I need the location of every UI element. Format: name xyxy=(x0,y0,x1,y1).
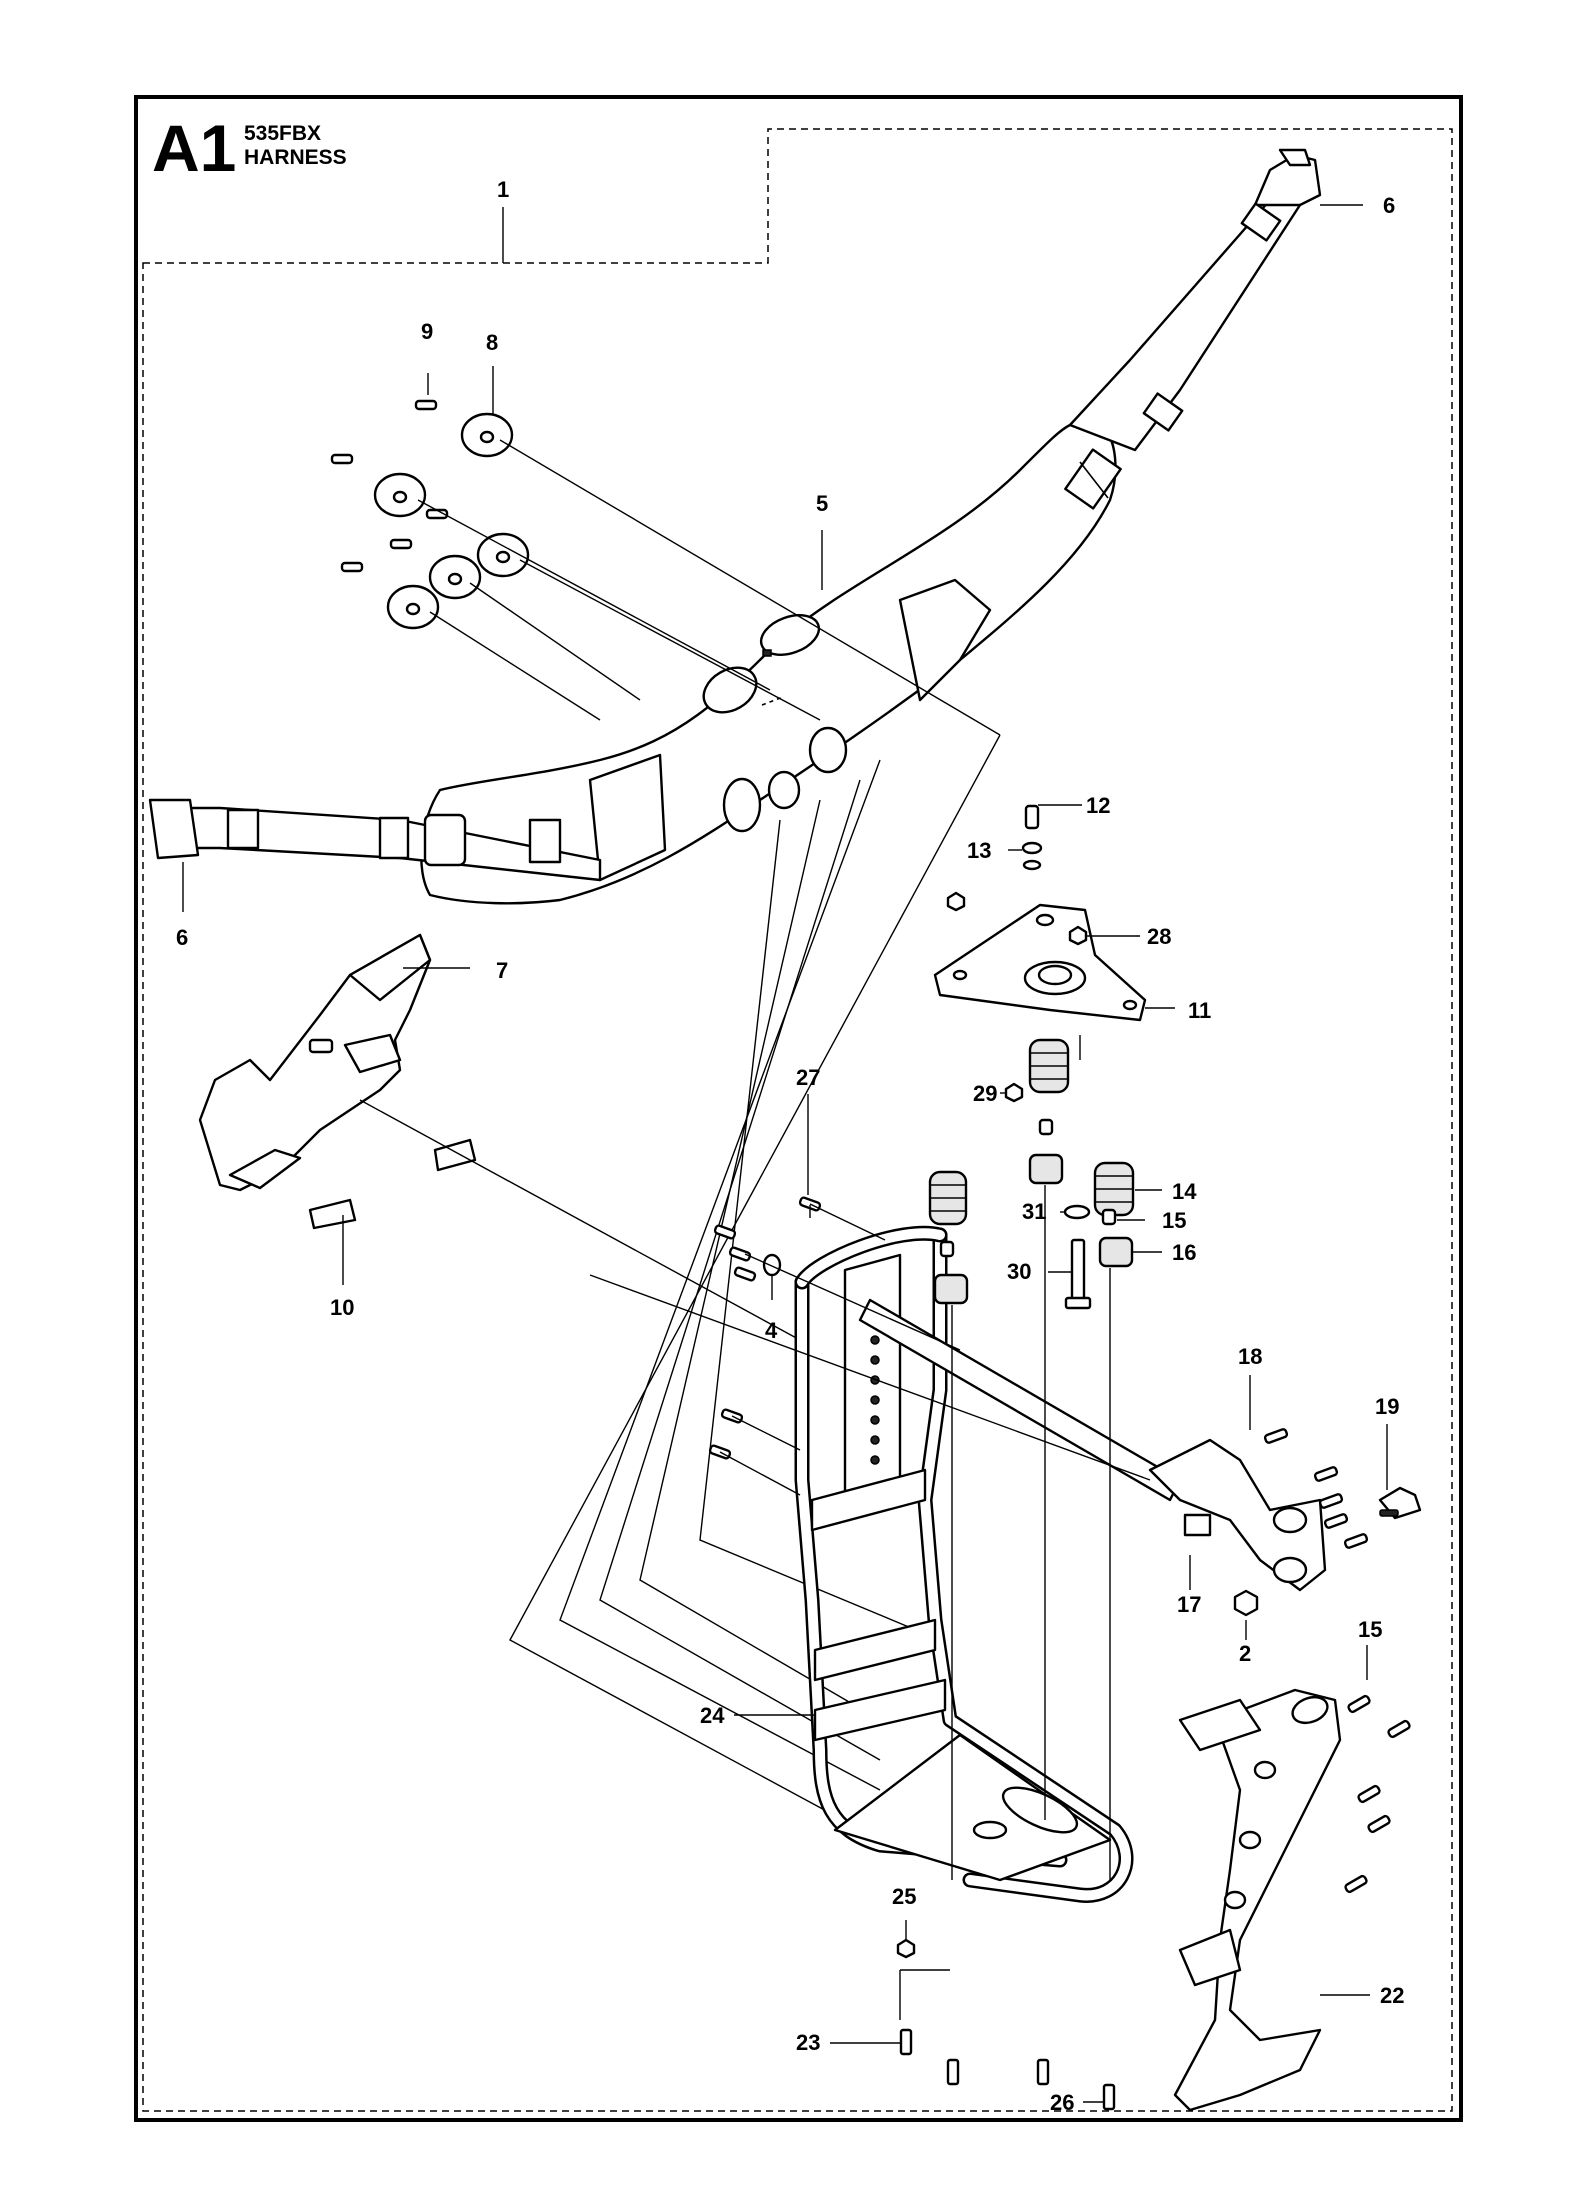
callout-18: 18 xyxy=(1238,1344,1262,1369)
top-plate xyxy=(933,903,1175,1022)
callout-10: 10 xyxy=(330,1295,354,1320)
bolt-30 xyxy=(1048,1238,1092,1310)
callout-4: 4 xyxy=(765,1318,778,1343)
callout-19: 19 xyxy=(1375,1394,1399,1419)
arm-screws xyxy=(1263,1428,1369,1549)
callout-17: 17 xyxy=(1177,1592,1201,1617)
callout-24: 24 xyxy=(700,1703,725,1728)
callout-9: 9 xyxy=(421,319,433,344)
washer-31 xyxy=(1063,1204,1091,1220)
callout-28: 28 xyxy=(1147,924,1171,949)
nut-top-left xyxy=(946,891,966,912)
washer-screw-set xyxy=(330,399,1001,736)
callout-11: 11 xyxy=(1188,998,1211,1023)
diagram-title: HARNESS xyxy=(244,146,347,169)
callout-15-b: 15 xyxy=(1358,1617,1382,1642)
harness-pad xyxy=(420,423,1117,905)
callout-26: 26 xyxy=(1050,2090,1074,2115)
nut-29 xyxy=(1004,1082,1024,1103)
callout-12: 12 xyxy=(1086,793,1110,818)
adjust-lever xyxy=(1378,1486,1422,1520)
callout-30: 30 xyxy=(1007,1259,1031,1284)
callout-5: 5 xyxy=(816,491,828,516)
nut-2 xyxy=(1233,1589,1259,1617)
clamp-housing xyxy=(1173,1688,1411,2112)
callout-13: 13 xyxy=(967,838,991,863)
model-name: 535FBX xyxy=(244,122,321,145)
callout-7: 7 xyxy=(496,958,508,983)
hip-pad xyxy=(198,933,801,1341)
bottom-screws xyxy=(830,1920,1116,2111)
callout-14: 14 xyxy=(1172,1179,1197,1204)
callout-29: 29 xyxy=(973,1081,997,1106)
callout-23: 23 xyxy=(796,2030,820,2055)
frame-screws xyxy=(708,1196,961,1496)
small-screws xyxy=(939,1118,1145,1258)
callout-2: 2 xyxy=(1239,1641,1251,1666)
page-border xyxy=(134,95,1463,2122)
diagram-code: A1 xyxy=(152,111,236,185)
hip-belt-left xyxy=(148,798,602,882)
callout-31: 31 xyxy=(1022,1199,1046,1224)
rubber-bushes xyxy=(933,1153,1162,1305)
nut-28 xyxy=(1068,925,1088,946)
alignment-lines xyxy=(951,1035,1111,1880)
callout-8: 8 xyxy=(486,330,498,355)
cross-arm xyxy=(589,1274,1327,1592)
shoulder-strap-right xyxy=(1064,148,1322,510)
callout-6-bottom: 6 xyxy=(176,925,188,950)
callout-25: 25 xyxy=(892,1884,916,1909)
assembly-group-border xyxy=(142,128,1453,2112)
callout-6-top: 6 xyxy=(1383,193,1395,218)
top-screw-stack xyxy=(1008,804,1082,871)
callout-27: 27 xyxy=(796,1065,820,1090)
callout-16: 16 xyxy=(1172,1240,1196,1265)
callout-15-a: 15 xyxy=(1162,1208,1186,1233)
callout-22: 22 xyxy=(1380,1983,1404,2008)
backpack-frame xyxy=(794,1225,1134,1903)
assembly-leader-lines xyxy=(509,734,1001,1841)
callout-1: 1 xyxy=(497,177,509,202)
